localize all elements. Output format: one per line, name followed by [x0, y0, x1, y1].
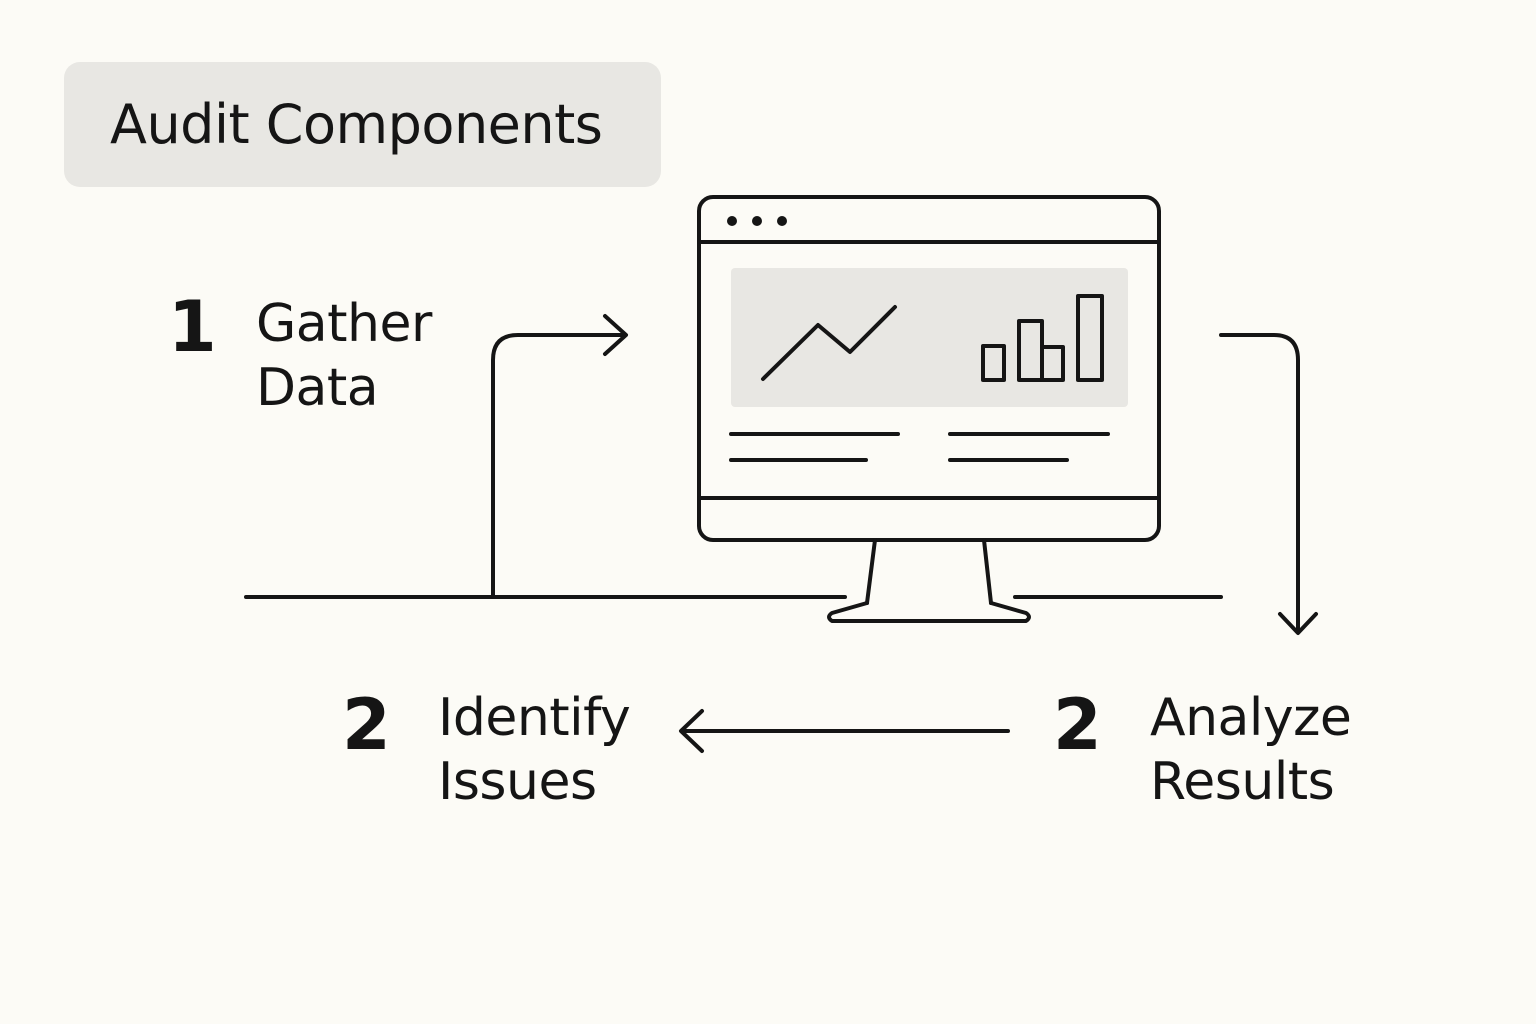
monitor-frame — [697, 195, 1161, 542]
screen-panel — [731, 268, 1128, 407]
window-dot-icon — [727, 216, 737, 226]
window-dot-icon — [777, 216, 787, 226]
bar-chart-icon — [981, 294, 1104, 382]
diagram-title: Audit Components — [110, 92, 603, 156]
step-gather-label: Gather Data — [256, 292, 432, 420]
step-gather-label-line1: Gather — [256, 294, 432, 354]
arrow-left-icon — [679, 709, 1010, 753]
step-identify-number: 2 — [342, 684, 391, 766]
line-chart-icon — [761, 305, 897, 381]
step-identify-label-line2: Issues — [438, 752, 597, 812]
step-analyze-number: 2 — [1053, 684, 1102, 766]
step-analyze-label-line1: Analyze — [1150, 688, 1352, 748]
step-identify-label-line1: Identify — [438, 688, 631, 748]
window-dot-icon — [752, 216, 762, 226]
step-analyze-label: Analyze Results — [1150, 686, 1352, 814]
step-gather-number: 1 — [168, 286, 217, 368]
monitor-stand — [827, 538, 1031, 623]
step-gather-label-line2: Data — [256, 358, 379, 418]
arrow-down-icon — [1219, 333, 1318, 635]
arrow-right-icon — [491, 314, 628, 599]
step-identify-label: Identify Issues — [438, 686, 631, 814]
step-analyze-label-line2: Results — [1150, 752, 1335, 812]
title-box: Audit Components — [64, 62, 661, 187]
monitor-icon — [697, 195, 1161, 623]
